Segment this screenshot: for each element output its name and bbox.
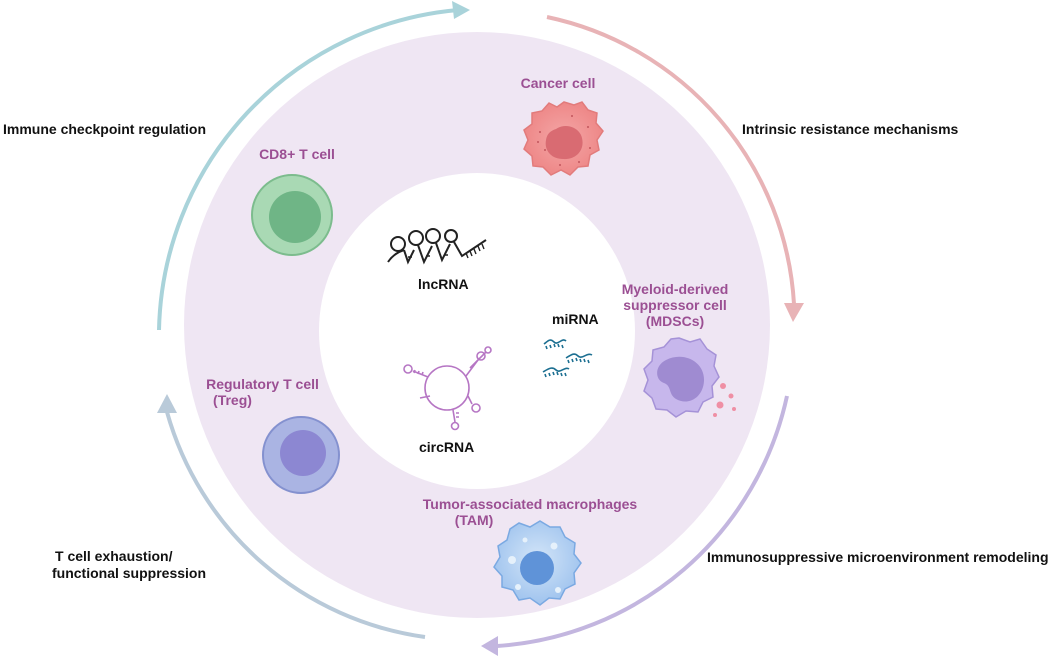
tam-cell-icon	[493, 520, 582, 606]
label-mdsc-line2: suppressor cell	[623, 297, 727, 313]
cd8-t-cell-icon	[251, 174, 333, 256]
cancer-cell-icon	[523, 101, 604, 176]
label-lncrna: lncRNA	[418, 276, 469, 292]
arrow-top-left	[157, 1, 470, 331]
circrna-icon	[403, 346, 492, 431]
mirna-icon	[542, 339, 593, 378]
label-cancer-cell: Cancer cell	[520, 75, 596, 91]
arrow-top-right	[546, 15, 804, 322]
label-intrinsic-resistance: Intrinsic resistance mechanisms	[742, 121, 959, 137]
label-t-cell-exhaustion-line2: functional suppression	[52, 565, 207, 581]
label-mdsc-line3: (MDSCs)	[645, 313, 705, 329]
label-treg-line2: (Treg)	[213, 392, 252, 408]
label-tam-line1: Tumor-associated macrophages	[422, 496, 638, 512]
mdsc-cell-icon	[643, 337, 736, 418]
label-mdsc-line1: Myeloid-derived	[621, 281, 729, 297]
treg-cell-icon	[262, 416, 340, 494]
label-tam-line2: (TAM)	[454, 512, 494, 528]
label-treg: Regulatory T cell (Treg)	[190, 376, 335, 408]
arrow-bottom-left	[157, 394, 426, 639]
inner-circle	[319, 173, 635, 489]
label-mdsc: Myeloid-derived suppressor cell (MDSCs)	[610, 281, 740, 329]
label-t-cell-exhaustion-line1: T cell exhaustion/	[55, 548, 173, 564]
label-immunosuppressive-remodeling: Immunosuppressive microenvironment remod…	[707, 549, 1049, 565]
label-circrna: circRNA	[419, 439, 475, 455]
label-cd8-t-cell: CD8+ T cell	[259, 146, 335, 162]
label-mirna: miRNA	[552, 311, 599, 327]
arrow-bottom-right	[481, 395, 789, 656]
lncrna-icon	[387, 228, 487, 265]
label-immune-checkpoint: Immune checkpoint regulation	[3, 121, 207, 137]
label-treg-line1: Regulatory T cell	[206, 376, 319, 392]
label-tam: Tumor-associated macrophages (TAM)	[405, 496, 655, 528]
